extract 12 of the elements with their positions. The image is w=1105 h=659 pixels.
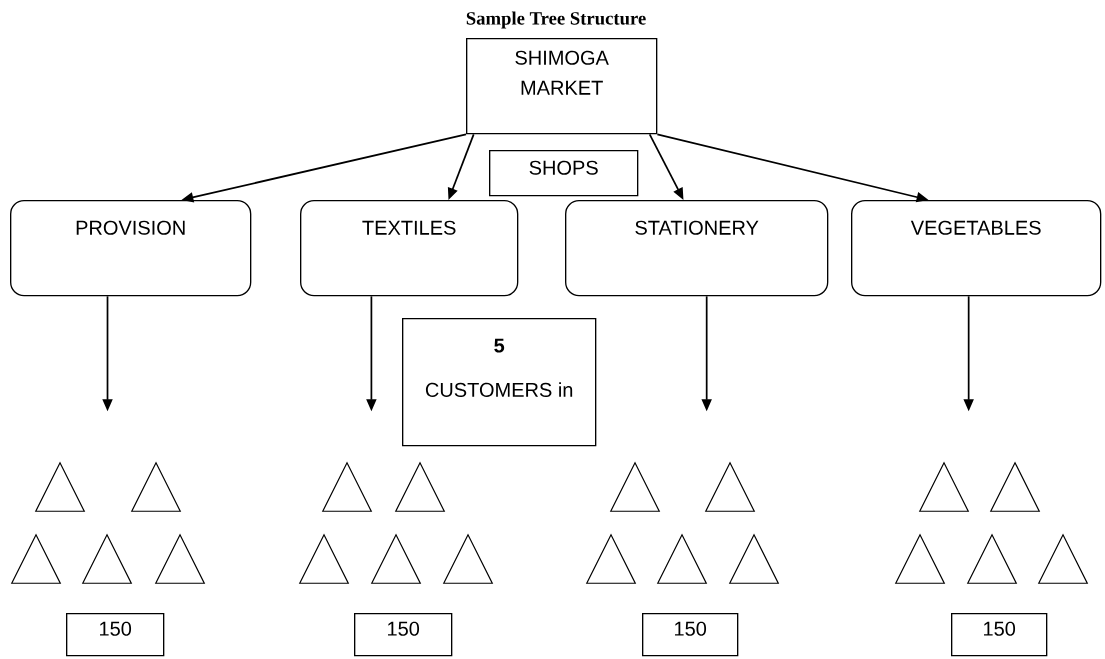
info-box: 5 CUSTOMERS in — [402, 318, 597, 447]
category-box: STATIONERY — [565, 200, 829, 297]
market-box: SHIMOGA MARKET — [466, 38, 658, 135]
label-box: SHOPS — [489, 150, 639, 197]
category-box: TEXTILES — [300, 200, 519, 297]
count-box: 150 — [354, 613, 453, 657]
count-box: 150 — [642, 613, 739, 657]
count-box: 150 — [66, 613, 165, 657]
category-box: VEGETABLES — [851, 200, 1102, 297]
category-box: PROVISION — [10, 200, 252, 297]
count-box: 150 — [951, 613, 1048, 657]
title: Sample Tree Structure — [466, 11, 646, 29]
